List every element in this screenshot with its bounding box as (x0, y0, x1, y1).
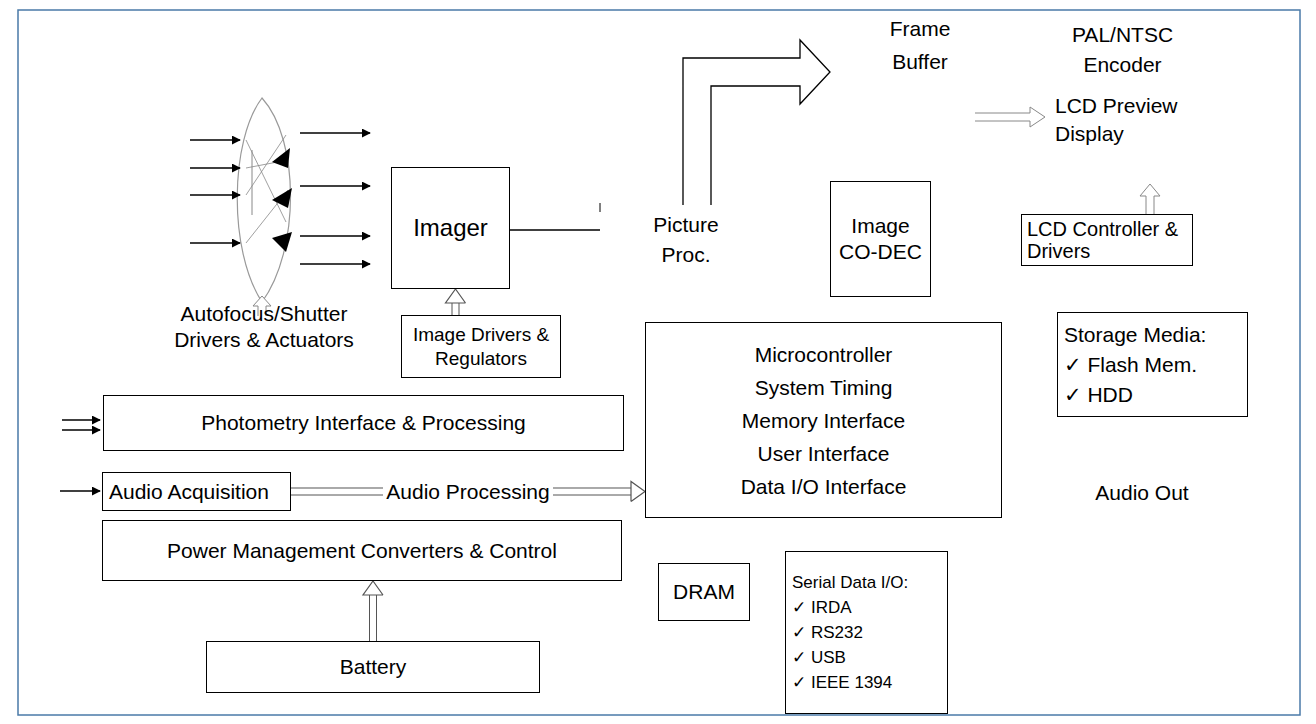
block-label: PAL/NTSC Encoder (1045, 20, 1200, 80)
block-label: LCD Preview Display (1055, 92, 1200, 148)
hollow-arrow (683, 40, 830, 205)
input-arrow (62, 419, 100, 420)
process-box: MicrocontrollerSystem TimingMemory Inter… (645, 322, 1002, 518)
block-label: Autofocus/Shutter Drivers & Actuators (148, 301, 380, 353)
box-text: Battery (213, 654, 533, 680)
box-text: Imager (398, 213, 503, 243)
arrow-shaft-outline (452, 303, 460, 315)
block-label: Frame Buffer (868, 12, 972, 78)
arrow-head (446, 289, 466, 303)
box-text: System Timing (652, 371, 995, 404)
box-text: Memory Interface (652, 404, 995, 437)
edge-label: Audio Processing (383, 480, 552, 504)
process-box: Serial Data I/O:✓ IRDA✓ RS232✓ USB✓ IEEE… (785, 551, 948, 714)
box-text: ✓ Flash Mem. (1064, 350, 1241, 380)
arrow-shaft-outline (369, 595, 377, 641)
process-box: Power Management Converters & Control (102, 520, 622, 581)
process-box: Image CO-DEC (830, 181, 931, 297)
box-text: Data I/O Interface (652, 470, 995, 503)
page-frame (18, 10, 1300, 715)
box-text: ✓ RS232 (792, 620, 941, 645)
arrow-head (363, 581, 383, 595)
box-text: Image CO-DEC (836, 213, 925, 265)
tick-mark (600, 203, 601, 212)
process-box: DRAM (658, 563, 750, 621)
process-box: Battery (206, 641, 540, 693)
process-box: Storage Media:✓ Flash Mem.✓ HDD (1057, 312, 1248, 417)
input-arrow (62, 429, 100, 430)
box-text: Power Management Converters & Control (109, 538, 615, 564)
process-box: Photometry Interface & Processing (103, 395, 624, 451)
arrow-shaft-fill (453, 303, 459, 315)
box-text: LCD Controller & Drivers (1027, 218, 1187, 262)
arrow-shaft-fill (370, 595, 376, 641)
process-box: Audio Acquisition (102, 472, 291, 511)
box-text: Storage Media: (1064, 320, 1241, 350)
box-text: ✓ HDD (1064, 380, 1241, 410)
signal-wire (510, 229, 600, 230)
box-text: Image Drivers & Regulators (408, 323, 554, 371)
box-text: User Interface (652, 437, 995, 470)
hollow-arrow (975, 107, 1045, 127)
block-label: Picture Proc. (632, 210, 740, 270)
box-text: Audio Acquisition (109, 480, 284, 504)
box-text: Microcontroller (652, 338, 995, 371)
hollow-arrow-connector (446, 289, 466, 315)
process-box: LCD Controller & Drivers (1021, 214, 1193, 266)
box-text: ✓ USB (792, 645, 941, 670)
box-text: ✓ IRDA (792, 595, 941, 620)
box-text: ✓ IEEE 1394 (792, 670, 941, 695)
lens-assembly (190, 98, 370, 302)
box-text: Serial Data I/O: (792, 570, 941, 595)
input-arrow (60, 490, 100, 491)
box-text: DRAM (664, 579, 744, 605)
arrow-head (631, 482, 645, 502)
block-label: Audio Out (1080, 480, 1204, 506)
process-box: Image Drivers & Regulators (401, 315, 561, 378)
hollow-arrow-connector (363, 581, 383, 641)
box-text: Photometry Interface & Processing (110, 410, 617, 436)
process-box: Imager (391, 167, 510, 289)
hollow-arrow (1140, 184, 1160, 214)
